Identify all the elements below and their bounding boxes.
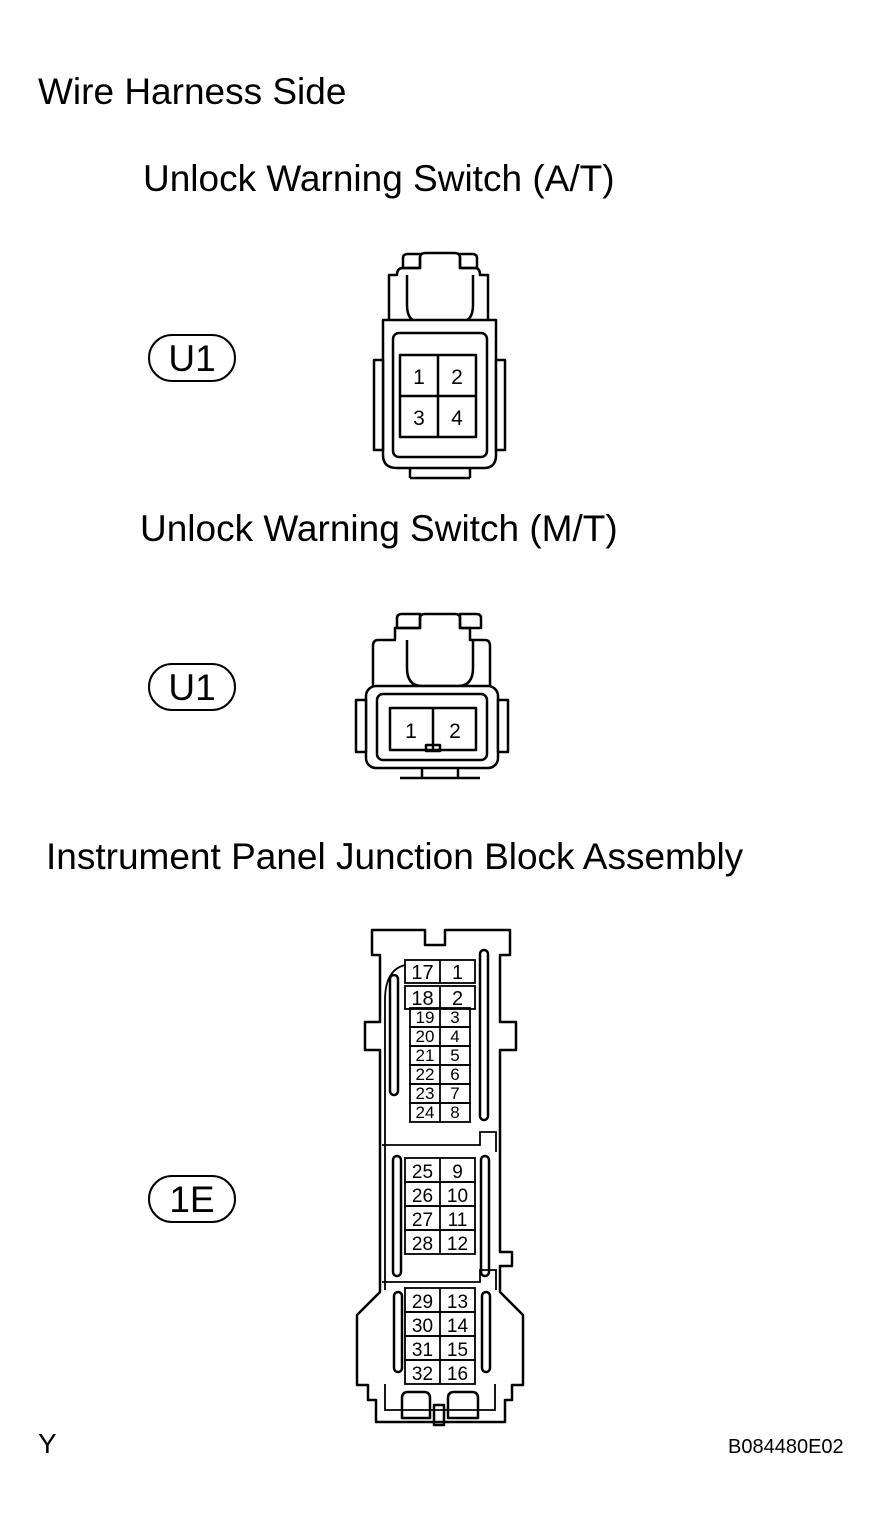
pin-label: 7 — [450, 1084, 459, 1103]
pin-label: 6 — [450, 1065, 459, 1084]
pin-label: 20 — [416, 1027, 435, 1046]
pin-label: 27 — [412, 1210, 433, 1231]
pin-label: 1 — [452, 962, 463, 984]
pin-label: 4 — [450, 1027, 459, 1046]
orientation-mark: Y — [38, 1428, 57, 1459]
connector-code-badge: U1 — [148, 334, 236, 382]
pin-label: 28 — [412, 1234, 433, 1255]
pin-label: 4 — [451, 407, 463, 430]
pin-label: 2 — [451, 366, 463, 389]
pin-label: 21 — [416, 1046, 435, 1065]
pin-label: 9 — [452, 1162, 463, 1183]
connector-title-at: Unlock Warning Switch (A/T) — [143, 158, 615, 199]
pin-label: 10 — [447, 1186, 468, 1207]
pin-label: 1 — [405, 720, 417, 743]
pin-label: 24 — [416, 1103, 435, 1122]
pin-label: 12 — [447, 1234, 468, 1255]
page-header: Wire Harness Side — [38, 71, 347, 112]
pin-label: 19 — [416, 1008, 435, 1027]
connector-title-mt: Unlock Warning Switch (M/T) — [140, 508, 618, 549]
pin-label: 2 — [449, 720, 461, 743]
pin-label: 25 — [412, 1162, 433, 1183]
pin-label: 26 — [412, 1186, 433, 1207]
pin-label: 5 — [450, 1046, 459, 1065]
connector-code-badge: U1 — [148, 663, 236, 711]
pin-label: 2 — [452, 988, 463, 1010]
figure-code: B084480E02 — [728, 1436, 844, 1458]
pin-label: 23 — [416, 1084, 435, 1103]
pin-label: 3 — [413, 407, 425, 430]
pin-label: 30 — [412, 1316, 433, 1337]
pin-label: 32 — [412, 1364, 433, 1385]
pin-label: 1 — [413, 366, 425, 389]
pin-label: 11 — [448, 1210, 468, 1231]
pin-label: 15 — [447, 1340, 468, 1361]
pin-label: 29 — [412, 1292, 433, 1313]
connector-code-badge: 1E — [148, 1175, 236, 1223]
pin-label: 17 — [411, 962, 433, 984]
pin-label: 31 — [412, 1340, 433, 1361]
pin-label: 8 — [450, 1103, 459, 1122]
pin-label: 14 — [447, 1316, 469, 1337]
pin-label: 16 — [447, 1364, 468, 1385]
pin-label: 13 — [447, 1292, 468, 1313]
pin-label: 22 — [416, 1065, 435, 1084]
pin-label: 3 — [450, 1008, 459, 1027]
connector-title-junction-block: Instrument Panel Junction Block Assembly — [46, 836, 744, 877]
pin-label: 18 — [411, 988, 433, 1010]
